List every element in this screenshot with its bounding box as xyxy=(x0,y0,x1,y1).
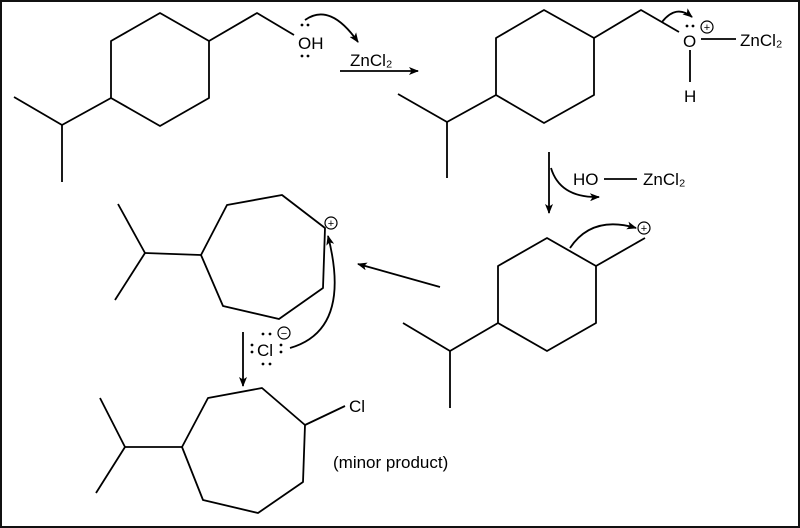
isopropyl-group xyxy=(397,93,497,123)
cycloheptane-ring xyxy=(200,194,326,320)
product-cl-label: Cl xyxy=(349,397,365,416)
molecule-cycloheptyl-cation: + xyxy=(114,194,338,349)
oh-label: OH xyxy=(298,34,324,53)
svg-text:−: − xyxy=(281,328,287,340)
minus-charge-icon: − xyxy=(277,326,291,340)
chloride-label: Cl xyxy=(257,341,273,360)
cyclohexane-ring xyxy=(495,9,595,124)
minor-product-note: (minor product) xyxy=(333,453,448,472)
isopropyl-group xyxy=(402,322,499,352)
curved-arrow-chloride-attack xyxy=(289,235,336,349)
isopropyl-group xyxy=(95,397,126,494)
c-cl-bond xyxy=(304,405,346,426)
ch2-bond xyxy=(593,9,680,39)
reagent-label: ZnCl₂ xyxy=(350,51,393,70)
plus-charge-icon: + xyxy=(700,20,714,34)
lone-pair-dots xyxy=(685,24,695,28)
leaving-zncl2-label: ZnCl₂ xyxy=(643,170,686,189)
isopropyl-group xyxy=(114,203,146,301)
hydrogen-label: H xyxy=(684,87,696,106)
isopropyl-bond xyxy=(144,252,202,256)
curved-arrow-bond-to-o xyxy=(661,8,693,23)
svg-text:+: + xyxy=(328,218,334,230)
plus-charge-icon: + xyxy=(637,221,651,235)
isopropyl-group xyxy=(13,96,112,126)
svg-text:+: + xyxy=(704,22,710,34)
cyclohexane-ring xyxy=(110,12,210,127)
curved-arrow-ring-expansion xyxy=(569,221,637,249)
chloride-ion: Cl − xyxy=(250,326,291,366)
cycloheptane-ring xyxy=(181,387,306,514)
ch2-cation-bond xyxy=(595,237,646,267)
curved-arrow-oh-to-zn xyxy=(304,13,359,43)
cyclohexane-ring xyxy=(497,237,597,352)
svg-text:+: + xyxy=(641,223,647,235)
oxygen-label: O xyxy=(683,32,696,51)
lone-pair-dots xyxy=(300,23,310,58)
ch2-bond xyxy=(208,12,295,42)
molecule-primary-carbocation: + xyxy=(402,221,651,408)
curved-arrow-leaving-group xyxy=(550,167,600,202)
leaving-ho-label: HO xyxy=(573,170,599,189)
zncl2-label: ZnCl₂ xyxy=(740,31,783,50)
reaction-arrow-3 xyxy=(357,262,441,288)
molecule-oxonium-complex: O + ZnCl₂ H xyxy=(397,8,783,178)
plus-charge-icon: + xyxy=(324,216,338,230)
molecule-chlorocycloheptane-product: Cl (minor product) xyxy=(95,387,448,514)
lone-pair-dots xyxy=(250,332,283,366)
molecule-alcohol: OH xyxy=(13,12,359,182)
